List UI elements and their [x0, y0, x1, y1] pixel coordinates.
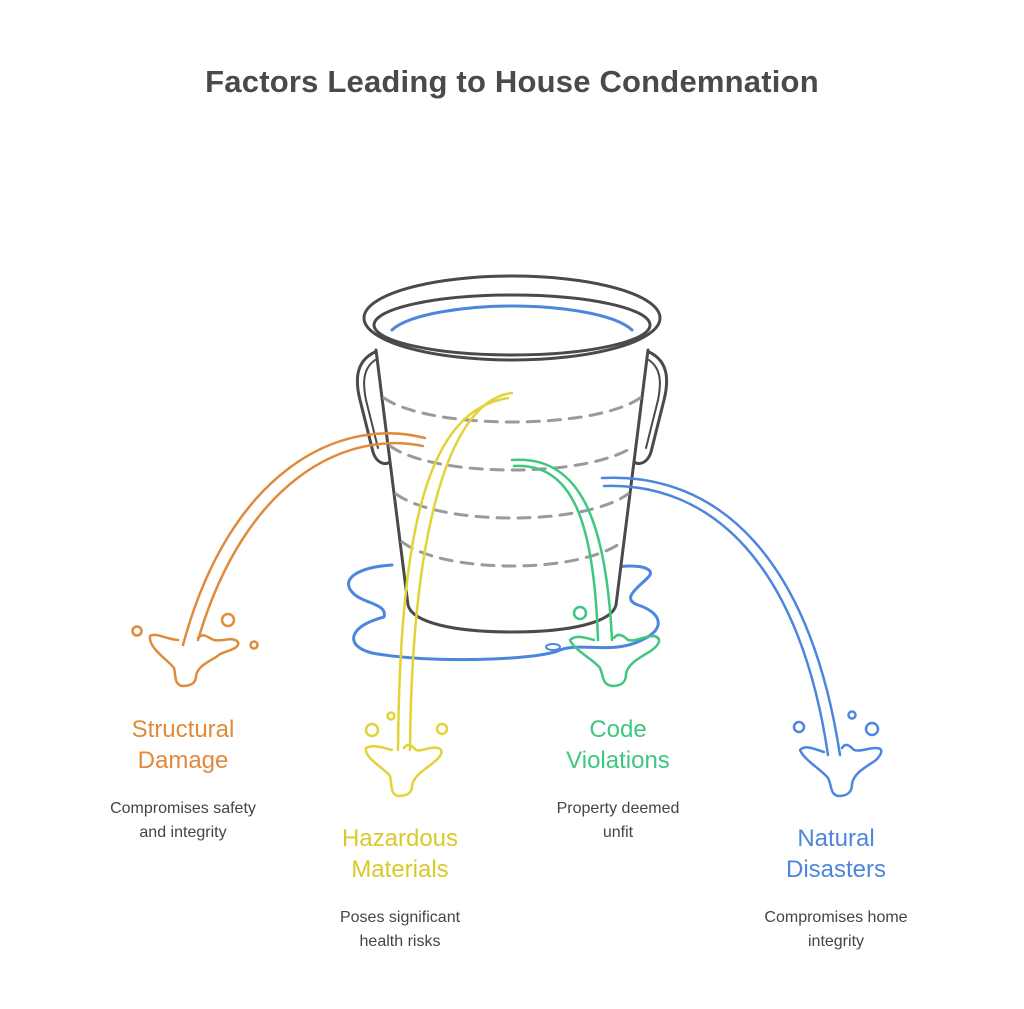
- water-puddle: [347, 563, 660, 662]
- green-droplet-1: [572, 605, 588, 621]
- bucket-rim-inner: [372, 293, 652, 357]
- bucket-ring-3: [394, 492, 630, 520]
- bucket-water-surface: [390, 304, 634, 332]
- factor-description: Property deemed unfit: [556, 800, 680, 841]
- bucket-ring-4: [400, 540, 624, 568]
- factor-title: Hazardous Materials: [341, 825, 459, 883]
- orange-droplet-1: [131, 625, 143, 637]
- blue-droplet-2: [847, 710, 857, 720]
- factor-structural-damage: Structural Damage Compromises safety and…: [63, 714, 303, 845]
- factor-code-violations: Code Violations Property deemed unfit: [498, 714, 738, 845]
- bucket-rim-outer: [362, 274, 662, 362]
- bucket-handle-left-inner: [363, 359, 379, 449]
- bucket-ring-1: [382, 396, 642, 424]
- code-violations-stream: [510, 458, 661, 688]
- factor-title: Code Violations: [566, 716, 670, 774]
- yellow-droplet-1: [364, 722, 380, 738]
- yellow-splash: [364, 743, 443, 798]
- orange-droplet-3: [249, 640, 259, 650]
- blue-splash: [798, 743, 883, 798]
- green-splash: [568, 633, 661, 688]
- diagram-title: Factors Leading to House Condemnation: [205, 64, 819, 99]
- bucket-handle-right: [632, 350, 669, 466]
- orange-droplet-2: [220, 612, 236, 628]
- bucket-ring-2: [388, 444, 636, 472]
- bucket-handle-right-inner: [645, 359, 661, 449]
- factor-hazardous-materials: Hazardous Materials Poses significant he…: [280, 823, 520, 954]
- structural-damage-stream: [131, 432, 427, 688]
- blue-droplet-1: [792, 720, 806, 734]
- blue-droplet-3: [864, 721, 880, 737]
- hazardous-materials-stream: [364, 391, 514, 798]
- puddle-droplet: [545, 643, 561, 651]
- factor-description: Poses significant health risks: [339, 909, 461, 950]
- factor-title: Natural Disasters: [785, 825, 887, 883]
- factor-title: Structural Damage: [131, 716, 235, 774]
- natural-disasters-stream: [600, 476, 883, 798]
- bucket-handle-left: [355, 350, 392, 466]
- factor-description: Compromises safety and integrity: [110, 800, 256, 841]
- factor-description: Compromises home integrity: [764, 909, 908, 950]
- yellow-droplet-3: [435, 722, 449, 736]
- yellow-droplet-2: [386, 711, 396, 721]
- factor-natural-disasters: Natural Disasters Compromises home integ…: [716, 823, 956, 954]
- orange-splash: [148, 633, 240, 688]
